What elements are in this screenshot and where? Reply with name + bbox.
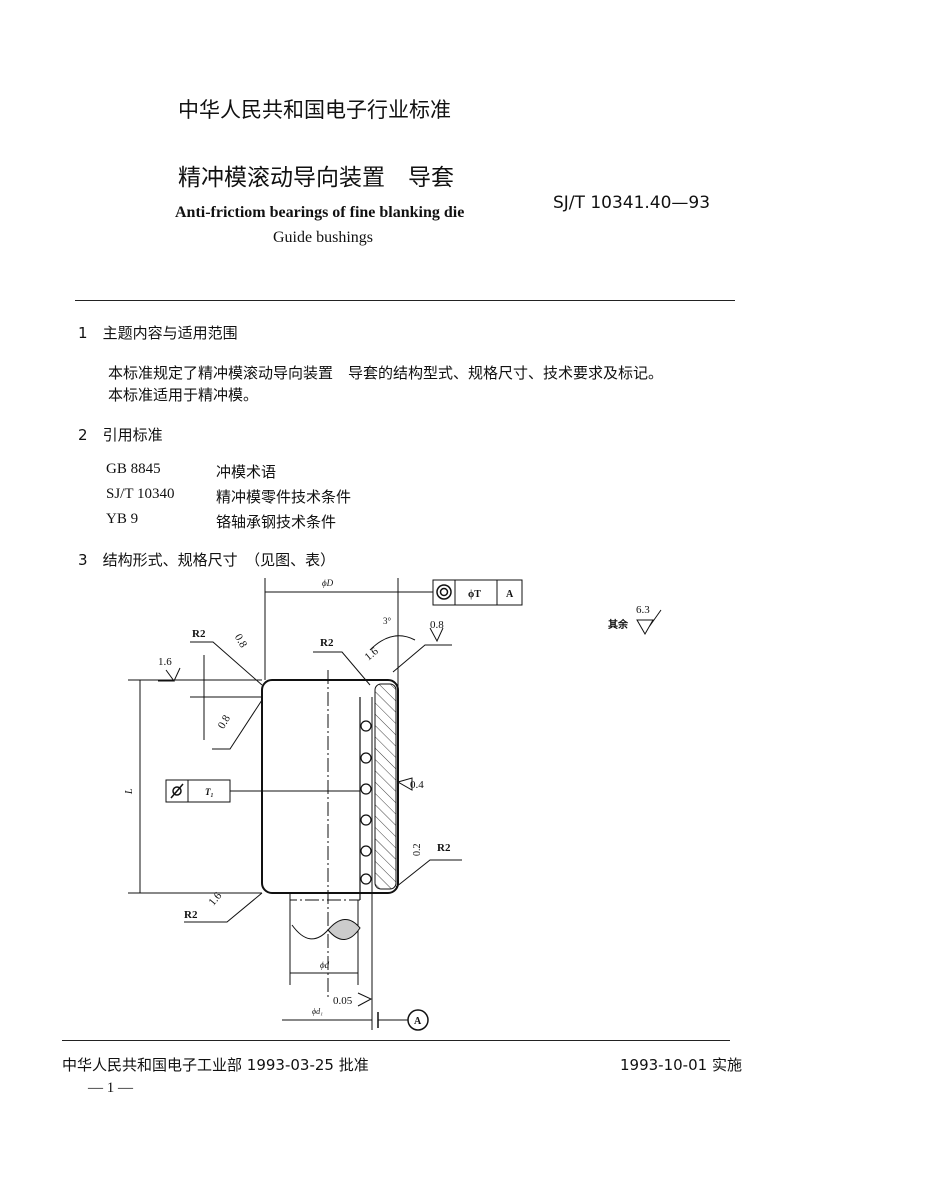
svg-text:A: A	[414, 1016, 422, 1027]
svg-text:0.8: 0.8	[430, 619, 444, 631]
ref-name: 精冲模零件技术条件	[216, 488, 352, 506]
approval-info: 中华人民共和国电子工业部 1993-03-25 批准	[62, 1056, 369, 1074]
header-divider	[75, 300, 735, 301]
title-english: Anti-frictiom bearings of fine blanking …	[175, 204, 465, 221]
svg-text:0.8: 0.8	[216, 713, 234, 731]
svg-text:3°: 3°	[383, 616, 392, 626]
document-title: 精冲模滚动导向装置 导套	[178, 165, 454, 191]
svg-text:ϕd: ϕd	[320, 960, 330, 970]
section-2-heading: 2 引用标准	[78, 426, 163, 444]
svg-text:ϕd₁: ϕd₁	[312, 1007, 323, 1016]
section-3-heading: 3 结构形式、规格尺寸 （见图、表）	[78, 551, 336, 569]
datum-a-symbol	[407, 1009, 429, 1031]
svg-text:0.8: 0.8	[232, 632, 250, 650]
svg-text:1.6: 1.6	[158, 656, 172, 668]
section-1-paragraph: 本标准适用于精冲模。	[108, 386, 259, 404]
ref-code: YB 9	[106, 511, 139, 527]
bushing-body	[261, 679, 399, 894]
ref-code: GB 8845	[106, 461, 161, 477]
svg-text:0.05: 0.05	[333, 995, 353, 1007]
subtitle-english: Guide bushings	[273, 229, 373, 246]
roughness-symbol	[636, 609, 662, 636]
svg-text:R2: R2	[184, 909, 198, 921]
svg-text:T₁: T₁	[205, 787, 214, 797]
svg-text:R2: R2	[320, 637, 334, 649]
svg-text:1.6: 1.6	[206, 890, 224, 909]
footer-divider	[62, 1040, 730, 1041]
concentricity-frame: ϕT A	[432, 579, 523, 606]
ref-code: SJ/T 10340	[106, 486, 175, 502]
other-roughness-label: 其余	[608, 618, 629, 631]
svg-text:R2: R2	[437, 842, 451, 854]
issuing-body: 中华人民共和国电子行业标准	[178, 98, 451, 122]
svg-text:ϕT: ϕT	[468, 589, 481, 600]
svg-text:R2: R2	[192, 628, 206, 640]
dim-D-label: ϕD	[322, 578, 334, 588]
section-1-paragraph: 本标准规定了精冲模滚动导向装置 导套的结构型式、规格尺寸、技术要求及标记。	[108, 364, 664, 382]
effective-date: 1993-10-01 实施	[620, 1056, 742, 1074]
ref-name: 冲模术语	[216, 463, 277, 481]
svg-text:0.4: 0.4	[410, 779, 424, 791]
page-number: — 1 —	[88, 1080, 133, 1096]
other-roughness-value: 6.3	[636, 604, 650, 616]
standard-number: SJ/T 10341.40—93	[553, 193, 711, 213]
cylindricity-frame: T₁	[165, 779, 360, 803]
svg-text:L: L	[124, 788, 135, 795]
svg-text:0.2: 0.2	[412, 844, 423, 857]
ref-name: 铬轴承钢技术条件	[216, 513, 337, 531]
svg-text:A: A	[506, 589, 514, 600]
section-1-heading: 1 主题内容与适用范围	[78, 324, 238, 342]
